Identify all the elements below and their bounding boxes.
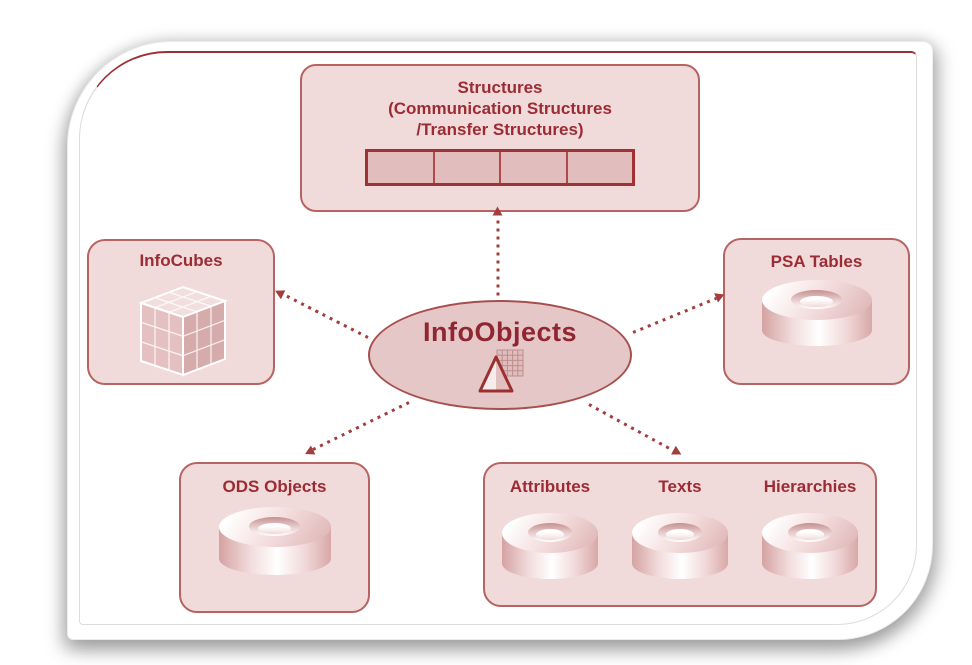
- hierarchies-column: Hierarchies: [762, 476, 858, 579]
- texts-column: Texts: [632, 476, 728, 579]
- attributes-label: Attributes: [509, 477, 591, 496]
- bar-cell: [432, 152, 499, 183]
- hierarchies-label: Hierarchies: [763, 477, 857, 496]
- inner-frame-outline: [79, 51, 917, 625]
- psa-tables-box: PSA Tables: [723, 238, 910, 385]
- structures-title-line2: (Communication Structures: [388, 99, 612, 118]
- bar-cell: [368, 152, 433, 183]
- infoobjects-label: InfoObjects: [422, 317, 577, 347]
- infocubes-label: InfoCubes: [139, 251, 223, 270]
- structures-title-line1: Structures: [457, 78, 543, 97]
- ods-objects-label: ODS Objects: [222, 477, 327, 496]
- structures-box: Structures (Communication Structures /Tr…: [300, 64, 700, 212]
- infoobjects-ellipse: InfoObjects: [368, 300, 632, 410]
- database-cylinder-icon: [762, 513, 858, 579]
- infocubes-box: InfoCubes: [87, 239, 275, 385]
- database-cylinder-icon: [632, 513, 728, 579]
- database-cylinder-icon: [761, 280, 872, 346]
- structures-title-line3: /Transfer Structures): [416, 120, 584, 139]
- master-data-box: Attributes Texts Hierarchies: [483, 462, 877, 607]
- bar-cell: [565, 152, 632, 183]
- dotted-arrow-to-structures: [496, 215, 500, 304]
- triangle-grid-icon: [475, 348, 525, 399]
- ods-objects-box: ODS Objects: [179, 462, 370, 613]
- psa-tables-label: PSA Tables: [770, 252, 863, 271]
- structure-segments-bar: [365, 149, 635, 186]
- cube-icon: [125, 279, 237, 384]
- database-cylinder-icon: [502, 513, 598, 579]
- attributes-column: Attributes: [502, 476, 598, 579]
- bar-cell: [499, 152, 566, 183]
- texts-label: Texts: [658, 477, 702, 496]
- database-cylinder-icon: [218, 507, 331, 575]
